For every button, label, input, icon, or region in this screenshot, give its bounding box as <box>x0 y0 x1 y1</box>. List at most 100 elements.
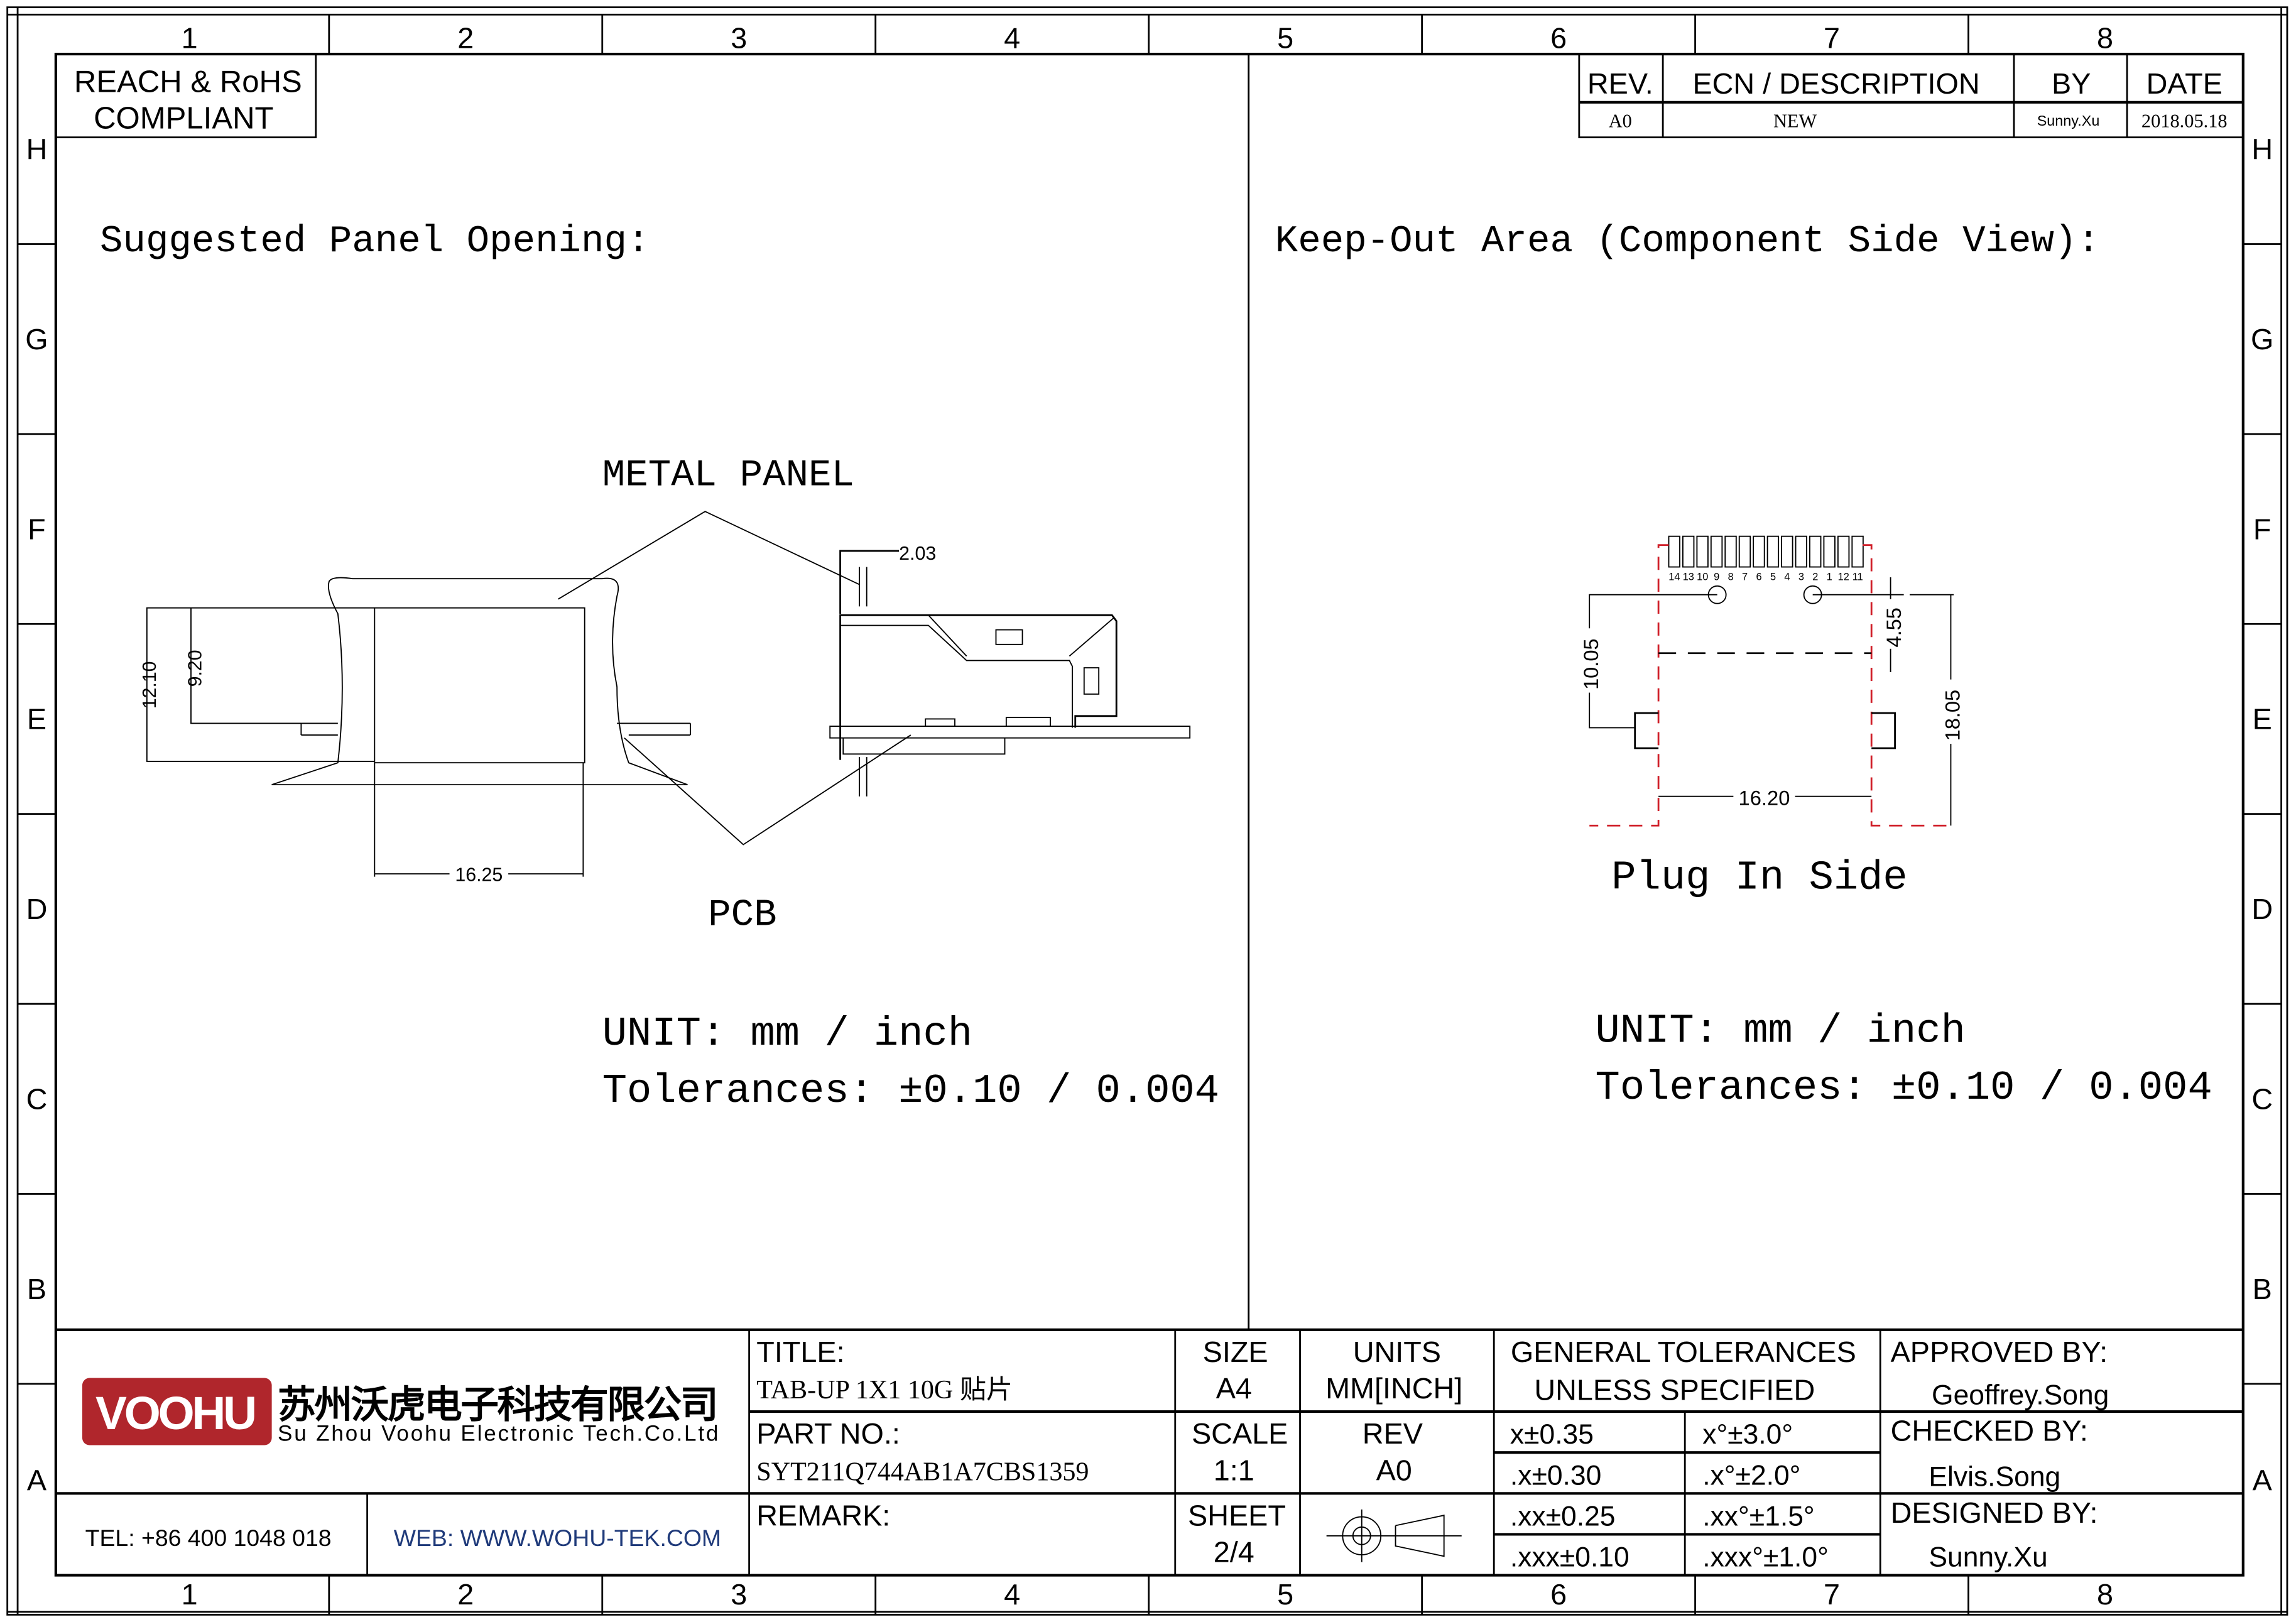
title-label: TITLE: <box>756 1336 844 1368</box>
pin-label: 2 <box>1812 572 1818 583</box>
panel-opening-view: Suggested Panel Opening: 12.10 9.20 16.2… <box>100 220 1219 1114</box>
web-link[interactable]: WEB: WWW.WOHU-TEK.COM <box>394 1525 721 1551</box>
scale-value: 1:1 <box>1214 1454 1254 1486</box>
metal-panel-section <box>271 577 688 786</box>
row-marker-A-left: A <box>27 1464 46 1497</box>
row-marker-G-left: G <box>25 323 48 356</box>
plug-in-side-label: Plug In Side <box>1611 854 1907 901</box>
metal-panel-label: METAL PANEL <box>602 454 854 497</box>
column-marker-3-top: 3 <box>731 22 747 55</box>
pin-10 <box>1696 535 1709 568</box>
pin-6 <box>1753 535 1765 568</box>
rev-label: REV <box>1363 1417 1423 1450</box>
linear-tolerance: .x±0.30 <box>1510 1460 1601 1491</box>
row-marker-C-left: C <box>26 1083 48 1116</box>
pin-label: 1 <box>1827 572 1832 583</box>
right-unit-text: UNIT: mm / inch <box>1596 1008 1966 1055</box>
pin-label: 12 <box>1838 572 1849 583</box>
date-header: DATE <box>2146 67 2223 100</box>
row-marker-D-left: D <box>26 893 48 925</box>
title-block: VOOHU 苏州沃虎电子科技有限公司 Su Zhou Voohu Electro… <box>55 1328 2243 1576</box>
by-value: Sunny.Xu <box>2037 112 2100 129</box>
pin-label: 9 <box>1714 572 1719 583</box>
column-marker-3-bottom: 3 <box>731 1578 747 1611</box>
column-marker-4-top: 4 <box>1004 22 1020 55</box>
angular-tolerance: .xx°±1.5° <box>1702 1501 1814 1532</box>
left-tab <box>1634 712 1659 749</box>
svg-text:2.03: 2.03 <box>899 543 936 564</box>
rev-value: A0 <box>1609 110 1632 131</box>
panel-opening-title: Suggested Panel Opening: <box>100 220 650 263</box>
tol-header-2: UNLESS SPECIFIED <box>1534 1374 1815 1407</box>
svg-text:16.20: 16.20 <box>1739 787 1790 810</box>
revision-table: REV. ECN / DESCRIPTION BY DATE A0 NEW Su… <box>1578 53 2244 139</box>
svg-text:VOOHU: VOOHU <box>95 1386 257 1439</box>
column-marker-2-bottom: 2 <box>457 1578 474 1611</box>
svg-text:4.55: 4.55 <box>1882 607 1905 647</box>
pin-2 <box>1809 535 1822 568</box>
tol-header-1: GENERAL TOLERANCES <box>1511 1336 1856 1368</box>
keep-out-view: Keep-Out Area (Component Side View): 1 4 1… <box>1275 220 2212 1111</box>
linear-tolerance: .xx±0.25 <box>1510 1501 1616 1532</box>
dim-9-20: 9.20 <box>185 607 302 724</box>
company-name-en: Su Zhou Voohu Electronic Tech.Co.Ltd <box>278 1422 719 1446</box>
row-marker-H-left: H <box>26 133 48 166</box>
row-marker-E-left: E <box>27 703 46 736</box>
dim-12-10: 12.10 <box>139 607 375 762</box>
pin-13 <box>1682 535 1695 568</box>
pin-8 <box>1724 535 1737 568</box>
sheet-value: 2/4 <box>1214 1536 1254 1569</box>
row-marker-B-left: B <box>27 1273 46 1305</box>
left-unit-text: UNIT: mm / inch <box>602 1011 972 1057</box>
pin-label: 11 <box>1853 572 1863 583</box>
approved-label: APPROVED BY: <box>1891 1336 2108 1368</box>
keep-out-left-edge <box>1589 544 1669 827</box>
projection-symbol-icon <box>1326 1509 1462 1562</box>
size-label: SIZE <box>1203 1336 1268 1368</box>
svg-text:16.25: 16.25 <box>455 865 503 886</box>
row-marker-F-left: F <box>28 513 46 545</box>
part-label: PART NO.: <box>756 1417 900 1450</box>
rev-header: REV. <box>1587 67 1653 100</box>
pin-14 <box>1668 535 1680 568</box>
column-marker-5-top: 5 <box>1277 22 1293 55</box>
pin-label: 3 <box>1798 572 1804 583</box>
row-marker-G-right: G <box>2251 323 2273 356</box>
title-value: TAB-UP 1X1 10G 贴片 <box>756 1376 1013 1405</box>
column-marker-4-bottom: 4 <box>1004 1578 1020 1611</box>
svg-text:12.10: 12.10 <box>139 661 160 709</box>
column-marker-7-top: 7 <box>1824 22 1840 55</box>
checked-label: CHECKED BY: <box>1891 1415 2088 1447</box>
pin-3 <box>1795 535 1807 568</box>
pcb-label: PCB <box>708 895 776 937</box>
pin-label: 6 <box>1756 572 1762 583</box>
compliance-line1: REACH & RoHS <box>74 65 302 99</box>
row-marker-D-right: D <box>2251 893 2273 925</box>
angular-tolerance: x°±3.0° <box>1702 1419 1793 1450</box>
right-tab <box>1871 712 1896 749</box>
dim-16-25: 16.25 <box>374 763 584 886</box>
metal-panel-leader <box>558 511 860 600</box>
column-marker-7-bottom: 7 <box>1824 1578 1840 1611</box>
pcb-leader <box>624 734 911 846</box>
pin-1 <box>1823 535 1836 568</box>
connector-side-profile: 2.03 <box>829 543 1191 797</box>
row-marker-A-right: A <box>2253 1464 2272 1497</box>
pin-label: 4 <box>1784 572 1790 583</box>
svg-text:9.20: 9.20 <box>185 650 205 687</box>
part-number: SYT211Q744AB1A7CBS1359 <box>756 1457 1089 1486</box>
compliance-line2: COMPLIANT <box>94 102 273 136</box>
column-marker-1-bottom: 1 <box>182 1578 198 1611</box>
pin-7 <box>1738 535 1751 568</box>
pin-4 <box>1781 535 1793 568</box>
angular-tolerance: .x°±2.0° <box>1702 1460 1800 1491</box>
rev-value-block: A0 <box>1376 1454 1412 1486</box>
description-header: ECN / DESCRIPTION <box>1692 67 1979 100</box>
checked-value: Elvis.Song <box>1929 1462 2060 1493</box>
units-value: MM[INCH] <box>1325 1372 1462 1405</box>
column-marker-1-top: 1 <box>182 22 198 55</box>
by-header: BY <box>2052 67 2091 100</box>
keep-out-title: Keep-Out Area (Component Side View): <box>1275 220 2100 263</box>
